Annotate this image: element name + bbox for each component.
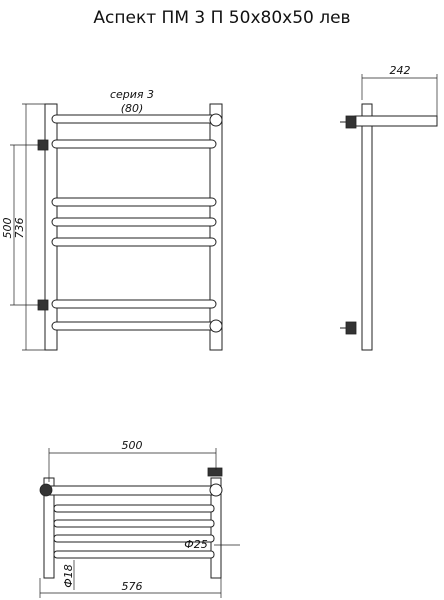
front-right-post <box>209 103 223 351</box>
dim-tube-diameter: Ф25 <box>184 538 207 551</box>
front-rungs <box>51 114 217 331</box>
side-view: 242 <box>340 64 438 351</box>
front-view: серия 3 (80) 500 736 <box>1 88 223 351</box>
front-bottom-cap <box>209 319 223 333</box>
front-top-cap <box>209 113 223 127</box>
top-right-post <box>210 477 222 579</box>
top-right-cap <box>209 483 223 497</box>
dim-width-top: 242 <box>390 64 411 77</box>
dim-width-total: 576 <box>122 580 143 593</box>
front-left-post <box>44 103 58 351</box>
top-valve <box>207 467 223 477</box>
side-arm <box>354 115 438 127</box>
dim-width-inner: 500 <box>122 439 143 452</box>
dim-height-inner: 500 <box>1 218 14 239</box>
series-code: (80) <box>121 102 144 115</box>
drawing-title: Аспект ПМ 3 П 50х80х50 лев <box>93 8 351 28</box>
side-post <box>361 103 373 351</box>
series-label: серия 3 <box>110 88 154 101</box>
dim-height-total: 736 <box>13 218 26 239</box>
side-top-fitting <box>345 115 357 129</box>
dim-bar-diameter: Ф18 <box>62 564 75 587</box>
top-view: 500 576 Ф25 Ф18 <box>39 439 240 598</box>
side-bottom-fitting <box>345 321 357 335</box>
top-left-fitting <box>39 483 53 497</box>
